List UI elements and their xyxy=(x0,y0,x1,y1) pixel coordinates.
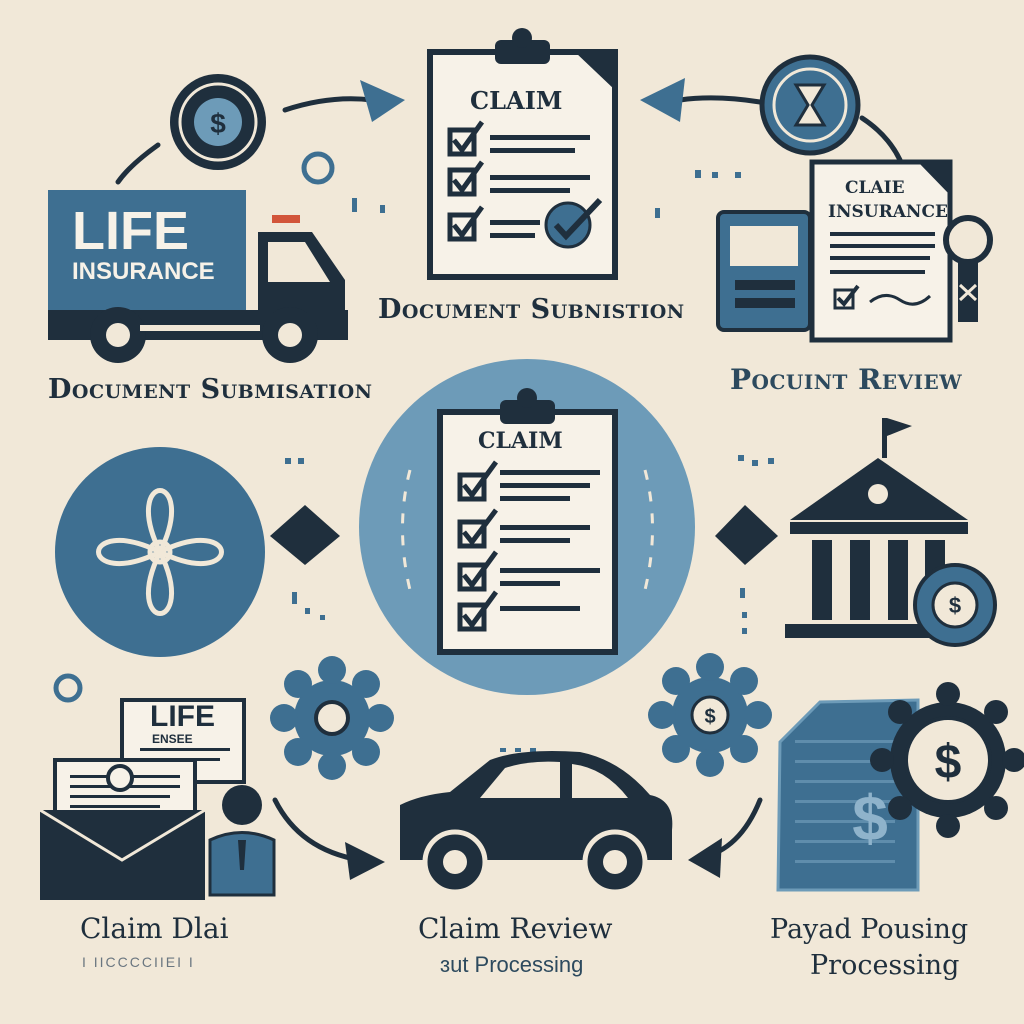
label-claim-dlai: Claim Dlai xyxy=(80,912,229,945)
center-clipboard-title: CLAIM xyxy=(478,428,563,454)
arrow-coin-to-claim xyxy=(282,96,375,113)
label-claim-review: Claim Review xyxy=(418,912,613,945)
label-payad-pousing: Payad Pousing xyxy=(770,914,969,945)
envelope-card-title: LIFE xyxy=(150,700,215,733)
review-document-icon xyxy=(809,159,953,343)
person-icon xyxy=(208,785,276,897)
arrow-head-bottom-right xyxy=(688,838,722,878)
arrow-hourglass-to-review xyxy=(859,115,903,163)
center-claim-clipboard-icon xyxy=(437,388,618,655)
dollar-coin-icon: $ xyxy=(170,74,266,170)
arrow-head-top-left xyxy=(360,80,405,122)
bank-icon: $ xyxy=(785,418,997,647)
hourglass-icon xyxy=(759,54,861,156)
gear-icon xyxy=(270,656,394,780)
truck-icon xyxy=(48,190,348,363)
review-doc-line2: INSURANCE xyxy=(828,202,948,222)
envelope-icon xyxy=(39,698,246,900)
svg-text:$: $ xyxy=(935,736,962,789)
label-document-submisation: Document Submisation xyxy=(48,374,373,405)
svg-text:$: $ xyxy=(210,108,226,139)
label-claim-review-sub: ɜut Processing xyxy=(440,952,584,977)
svg-text:$: $ xyxy=(852,782,888,854)
arrow-review-to-claim xyxy=(677,95,763,105)
svg-text:$: $ xyxy=(949,593,961,618)
truck-label-life: LIFE xyxy=(72,201,189,261)
label-pocuint-review: Pocuint Review xyxy=(730,363,963,396)
arrow-head-top-right xyxy=(640,78,685,122)
top-claim-clipboard-icon xyxy=(427,28,618,280)
arrow-coin-to-truck xyxy=(115,142,161,185)
label-claim-dlai-sub: I IICCCCIIEI I xyxy=(82,954,195,970)
key-icon xyxy=(943,215,993,322)
label-document-subnistion: Document Subnistion xyxy=(378,294,685,325)
diamond-left-icon xyxy=(270,505,340,565)
arrow-head-bottom-left xyxy=(345,842,385,880)
svg-text:$: $ xyxy=(704,706,715,728)
label-processing: Processing xyxy=(810,950,960,981)
truck-label-insurance: INSURANCE xyxy=(72,258,215,285)
flow-arrows xyxy=(115,78,903,880)
review-doc-line1: CLAIE xyxy=(845,178,905,198)
car-icon xyxy=(400,751,673,895)
diamond-right-icon xyxy=(715,505,778,565)
top-clipboard-title: CLAIM xyxy=(470,86,563,115)
flower-icon xyxy=(55,447,265,657)
gear-dollar-icon: $ xyxy=(648,653,772,777)
calculator-icon xyxy=(716,210,812,332)
money-document-icon: $ $ xyxy=(776,682,1024,892)
envelope-card-subtitle: ENSEE xyxy=(152,732,193,746)
